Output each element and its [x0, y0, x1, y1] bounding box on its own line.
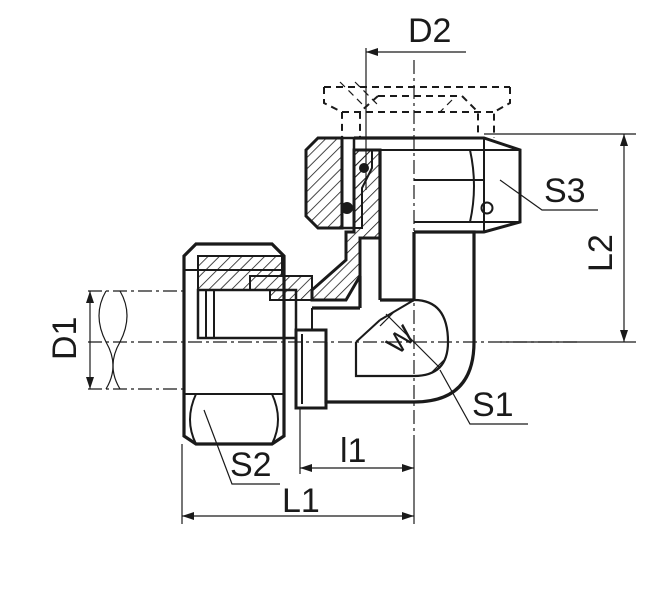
label-i1: l1 [340, 432, 366, 470]
leader-s2 [203, 409, 280, 485]
leader-s3 [499, 179, 598, 211]
label-s3: S3 [544, 172, 586, 210]
elbow-body [312, 230, 476, 404]
label-s1: S1 [472, 386, 514, 424]
dimension-d2 [365, 48, 466, 190]
leader-s1 [439, 369, 528, 425]
mating-part-outline [323, 81, 511, 138]
o-ring-upper [359, 163, 369, 173]
dimension-i1 [299, 408, 414, 474]
dimension-l2 [484, 133, 636, 343]
dimension-d1 [86, 291, 94, 389]
label-l2: L2 [582, 234, 620, 272]
o-ring-lower [341, 202, 353, 214]
tube-phantom [88, 290, 184, 390]
lock-hole-icon [480, 201, 494, 215]
label-s2: S2 [230, 446, 272, 484]
label-wrench: W [380, 319, 421, 360]
wrench-flat-marker [379, 311, 445, 375]
tube-nut-s2 [182, 242, 313, 446]
stud-end [294, 308, 328, 410]
swivel-nut-s3 [304, 136, 522, 234]
label-d2: D2 [408, 12, 451, 50]
label-d1: D1 [46, 317, 84, 360]
dimension-l1 [181, 440, 415, 524]
label-l1: L1 [282, 482, 320, 520]
